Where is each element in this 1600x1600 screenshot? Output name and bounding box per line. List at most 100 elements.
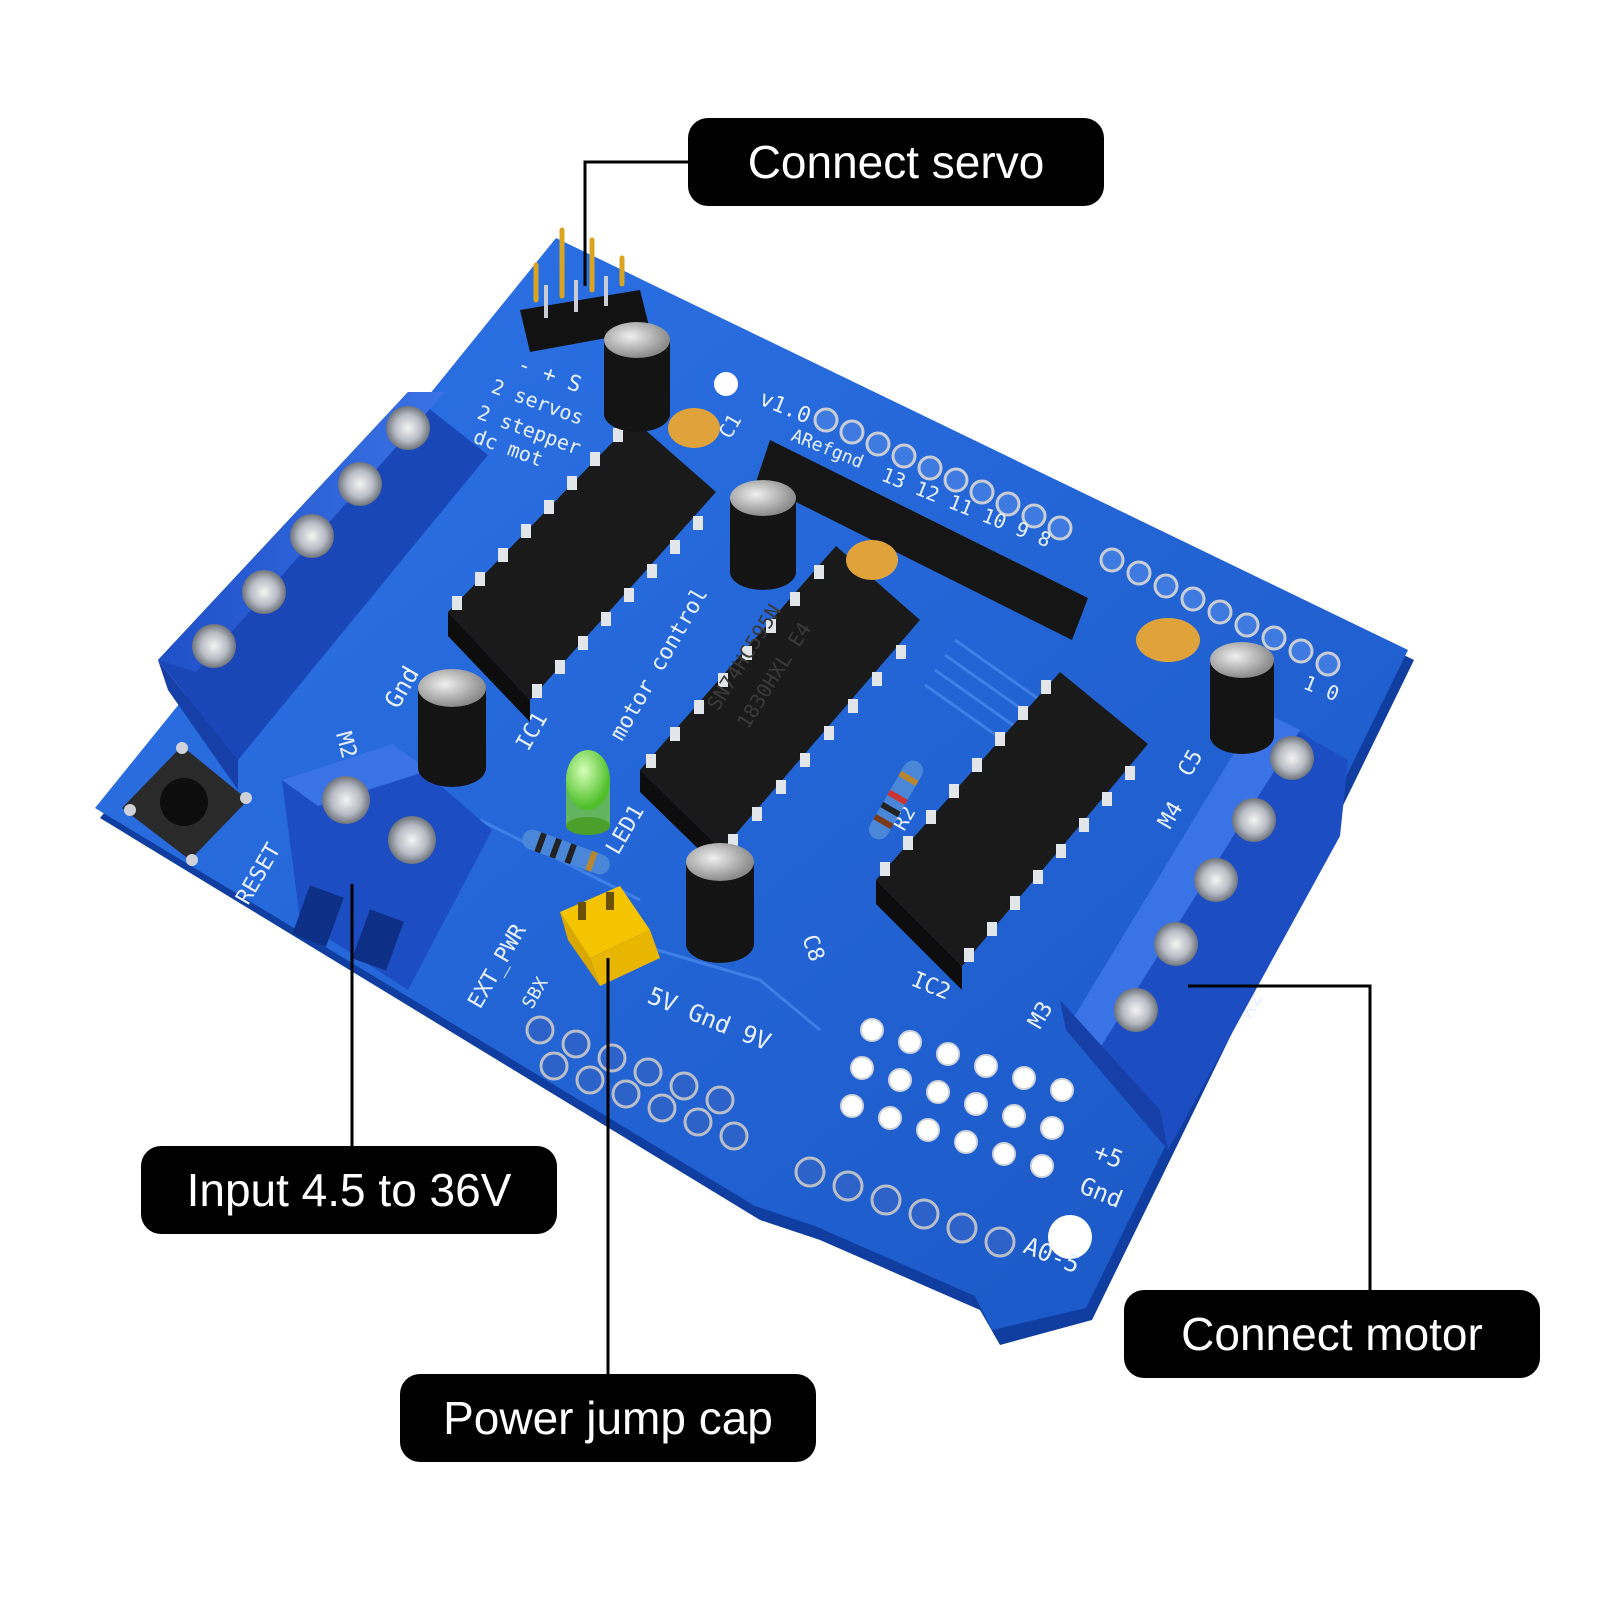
- ic-pin: [613, 428, 623, 442]
- header-hole: [860, 1018, 884, 1042]
- ic-pin: [776, 780, 786, 794]
- header-hole: [891, 443, 917, 469]
- ic-pin: [1041, 680, 1051, 694]
- leader-motor: [1188, 984, 1372, 1290]
- screw-terminal-right: [1060, 710, 1348, 1150]
- ic2-l293d: [876, 672, 1148, 990]
- capacitors: [418, 322, 1274, 963]
- header-hole: [916, 1118, 940, 1142]
- capacitor: [686, 843, 754, 963]
- callout-connect-servo: Connect servo: [688, 118, 1104, 206]
- ic-pin: [742, 646, 752, 660]
- ic-pin: [926, 810, 936, 824]
- ic-pin: [521, 524, 531, 538]
- header-hole: [995, 491, 1021, 517]
- ic-pin: [693, 516, 703, 530]
- header-hole: [908, 1198, 940, 1230]
- header-hole: [794, 1156, 826, 1188]
- ic-pin: [880, 862, 890, 876]
- header-hole: [926, 1080, 950, 1104]
- header-hole: [1180, 586, 1206, 612]
- screw-terminal-power: [282, 744, 492, 990]
- ic-pin: [601, 612, 611, 626]
- ic-pin: [647, 564, 657, 578]
- header-hole: [539, 1051, 569, 1081]
- ic-pin: [814, 565, 824, 579]
- ic-pin: [972, 758, 982, 772]
- header-hole: [839, 419, 865, 445]
- header-hole: [954, 1130, 978, 1154]
- header-hole: [936, 1042, 960, 1066]
- ic-pin: [578, 636, 588, 650]
- ic-pin: [872, 672, 882, 686]
- terminal-screws-right: [1114, 736, 1314, 1032]
- header-hole: [943, 467, 969, 493]
- header-hole: [1207, 599, 1233, 625]
- header-hole: [525, 1015, 555, 1045]
- header-hole: [813, 407, 839, 433]
- header-hole: [1002, 1104, 1026, 1128]
- ic-pin: [903, 836, 913, 850]
- led-green: [566, 750, 610, 835]
- header-hole: [1126, 560, 1152, 586]
- header-hole: [992, 1142, 1016, 1166]
- ic-pin: [987, 922, 997, 936]
- header-hole: [705, 1085, 735, 1115]
- screw-terminal-left: [158, 392, 488, 790]
- header-hole: [633, 1057, 663, 1087]
- ic-pin: [718, 673, 728, 687]
- header-hole: [1050, 1078, 1074, 1102]
- ic-pin: [646, 754, 656, 768]
- callout-power-jump-cap: Power jump cap: [400, 1374, 816, 1462]
- header-hole: [575, 1065, 605, 1095]
- ic-pin: [790, 592, 800, 606]
- capacitor: [418, 669, 486, 787]
- header-hole: [898, 1030, 922, 1054]
- leader-servo: [583, 160, 688, 286]
- digital-pin-header: [756, 407, 1341, 677]
- header-hole: [850, 1056, 874, 1080]
- header-hole: [1153, 573, 1179, 599]
- header-hole: [969, 479, 995, 505]
- ic-pin: [949, 784, 959, 798]
- header-hole: [878, 1106, 902, 1130]
- callout-connect-motor: Connect motor: [1124, 1290, 1540, 1378]
- ic-pin: [590, 452, 600, 466]
- terminal-screws: [192, 406, 430, 668]
- bottom-pin-headers: [525, 1015, 1074, 1258]
- ic-pin: [567, 476, 577, 490]
- header-hole: [719, 1121, 749, 1151]
- servo-pin-header: [520, 227, 650, 352]
- ic-pin: [752, 807, 762, 821]
- header-hole: [1288, 638, 1314, 664]
- header-hole: [865, 431, 891, 457]
- header-hole: [974, 1054, 998, 1078]
- callout-power-jump-cap-label: Power jump cap: [443, 1392, 773, 1444]
- header-hole: [870, 1184, 902, 1216]
- header-hole: [1040, 1116, 1064, 1140]
- ic-pin: [766, 619, 776, 633]
- header-hole: [888, 1068, 912, 1092]
- ic-pin: [1102, 792, 1112, 806]
- ic1-l293d: [448, 420, 716, 722]
- header-hole: [1315, 651, 1341, 677]
- header-hole: [832, 1170, 864, 1202]
- callout-input-voltage: Input 4.5 to 36V: [141, 1146, 557, 1234]
- header-hole: [964, 1092, 988, 1116]
- header-hole: [597, 1043, 627, 1073]
- header-hole: [1030, 1154, 1054, 1178]
- mounting-hole: [714, 372, 738, 396]
- ceramic-capacitors: [668, 408, 1200, 662]
- ic-pin: [1018, 706, 1028, 720]
- header-socket: [756, 440, 1088, 640]
- ic-pin: [824, 726, 834, 740]
- ic-pin: [1079, 818, 1089, 832]
- ic-pin: [670, 540, 680, 554]
- header-hole: [984, 1226, 1016, 1258]
- ic-pin: [728, 834, 738, 848]
- leader-lines: [350, 160, 1372, 1374]
- header-hole: [647, 1093, 677, 1123]
- ic-pin: [995, 732, 1005, 746]
- header-hole: [1047, 515, 1073, 541]
